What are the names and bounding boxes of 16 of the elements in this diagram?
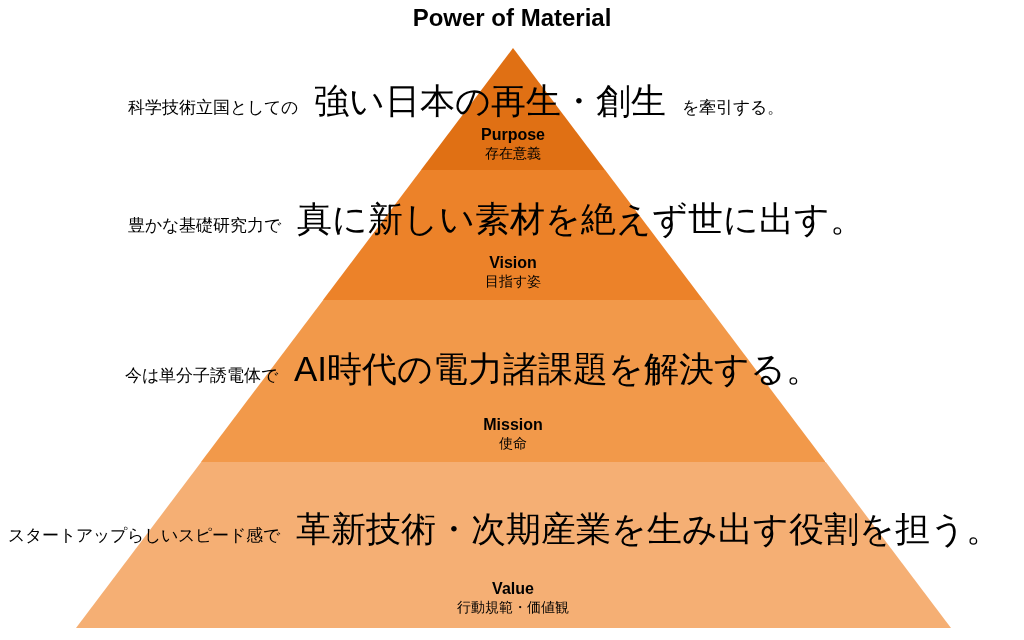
tier-heading: Mission — [483, 416, 543, 434]
statement-text: AI時代の電力諸課題を解決する。 — [294, 348, 822, 390]
tier-heading: Value — [492, 580, 534, 598]
statement-phrase: 科学技術立国としての — [128, 97, 298, 119]
diagram-title: Power of Material — [411, 4, 613, 32]
tier-subtitle: 目指す姿 — [485, 272, 541, 290]
statement-phrase: 今は単分子誘電体で — [125, 365, 278, 387]
tier-subtitle: 使命 — [499, 434, 527, 452]
statement-phrase: 豊かな基礎研究力で — [128, 215, 281, 237]
tier-subtitle: 行動規範・価値観 — [457, 598, 569, 616]
tier-subtitle: 存在意義 — [485, 144, 541, 162]
tier-heading: Vision — [489, 254, 537, 272]
statement-phrase: スタートアップらしいスピード感で — [8, 525, 280, 547]
tier-heading: Purpose — [481, 126, 545, 144]
statement-phrase: を牽引する。 — [682, 97, 784, 119]
statement-text: 革新技術・次期産業を生み出す役割を担う。 — [296, 508, 1001, 550]
